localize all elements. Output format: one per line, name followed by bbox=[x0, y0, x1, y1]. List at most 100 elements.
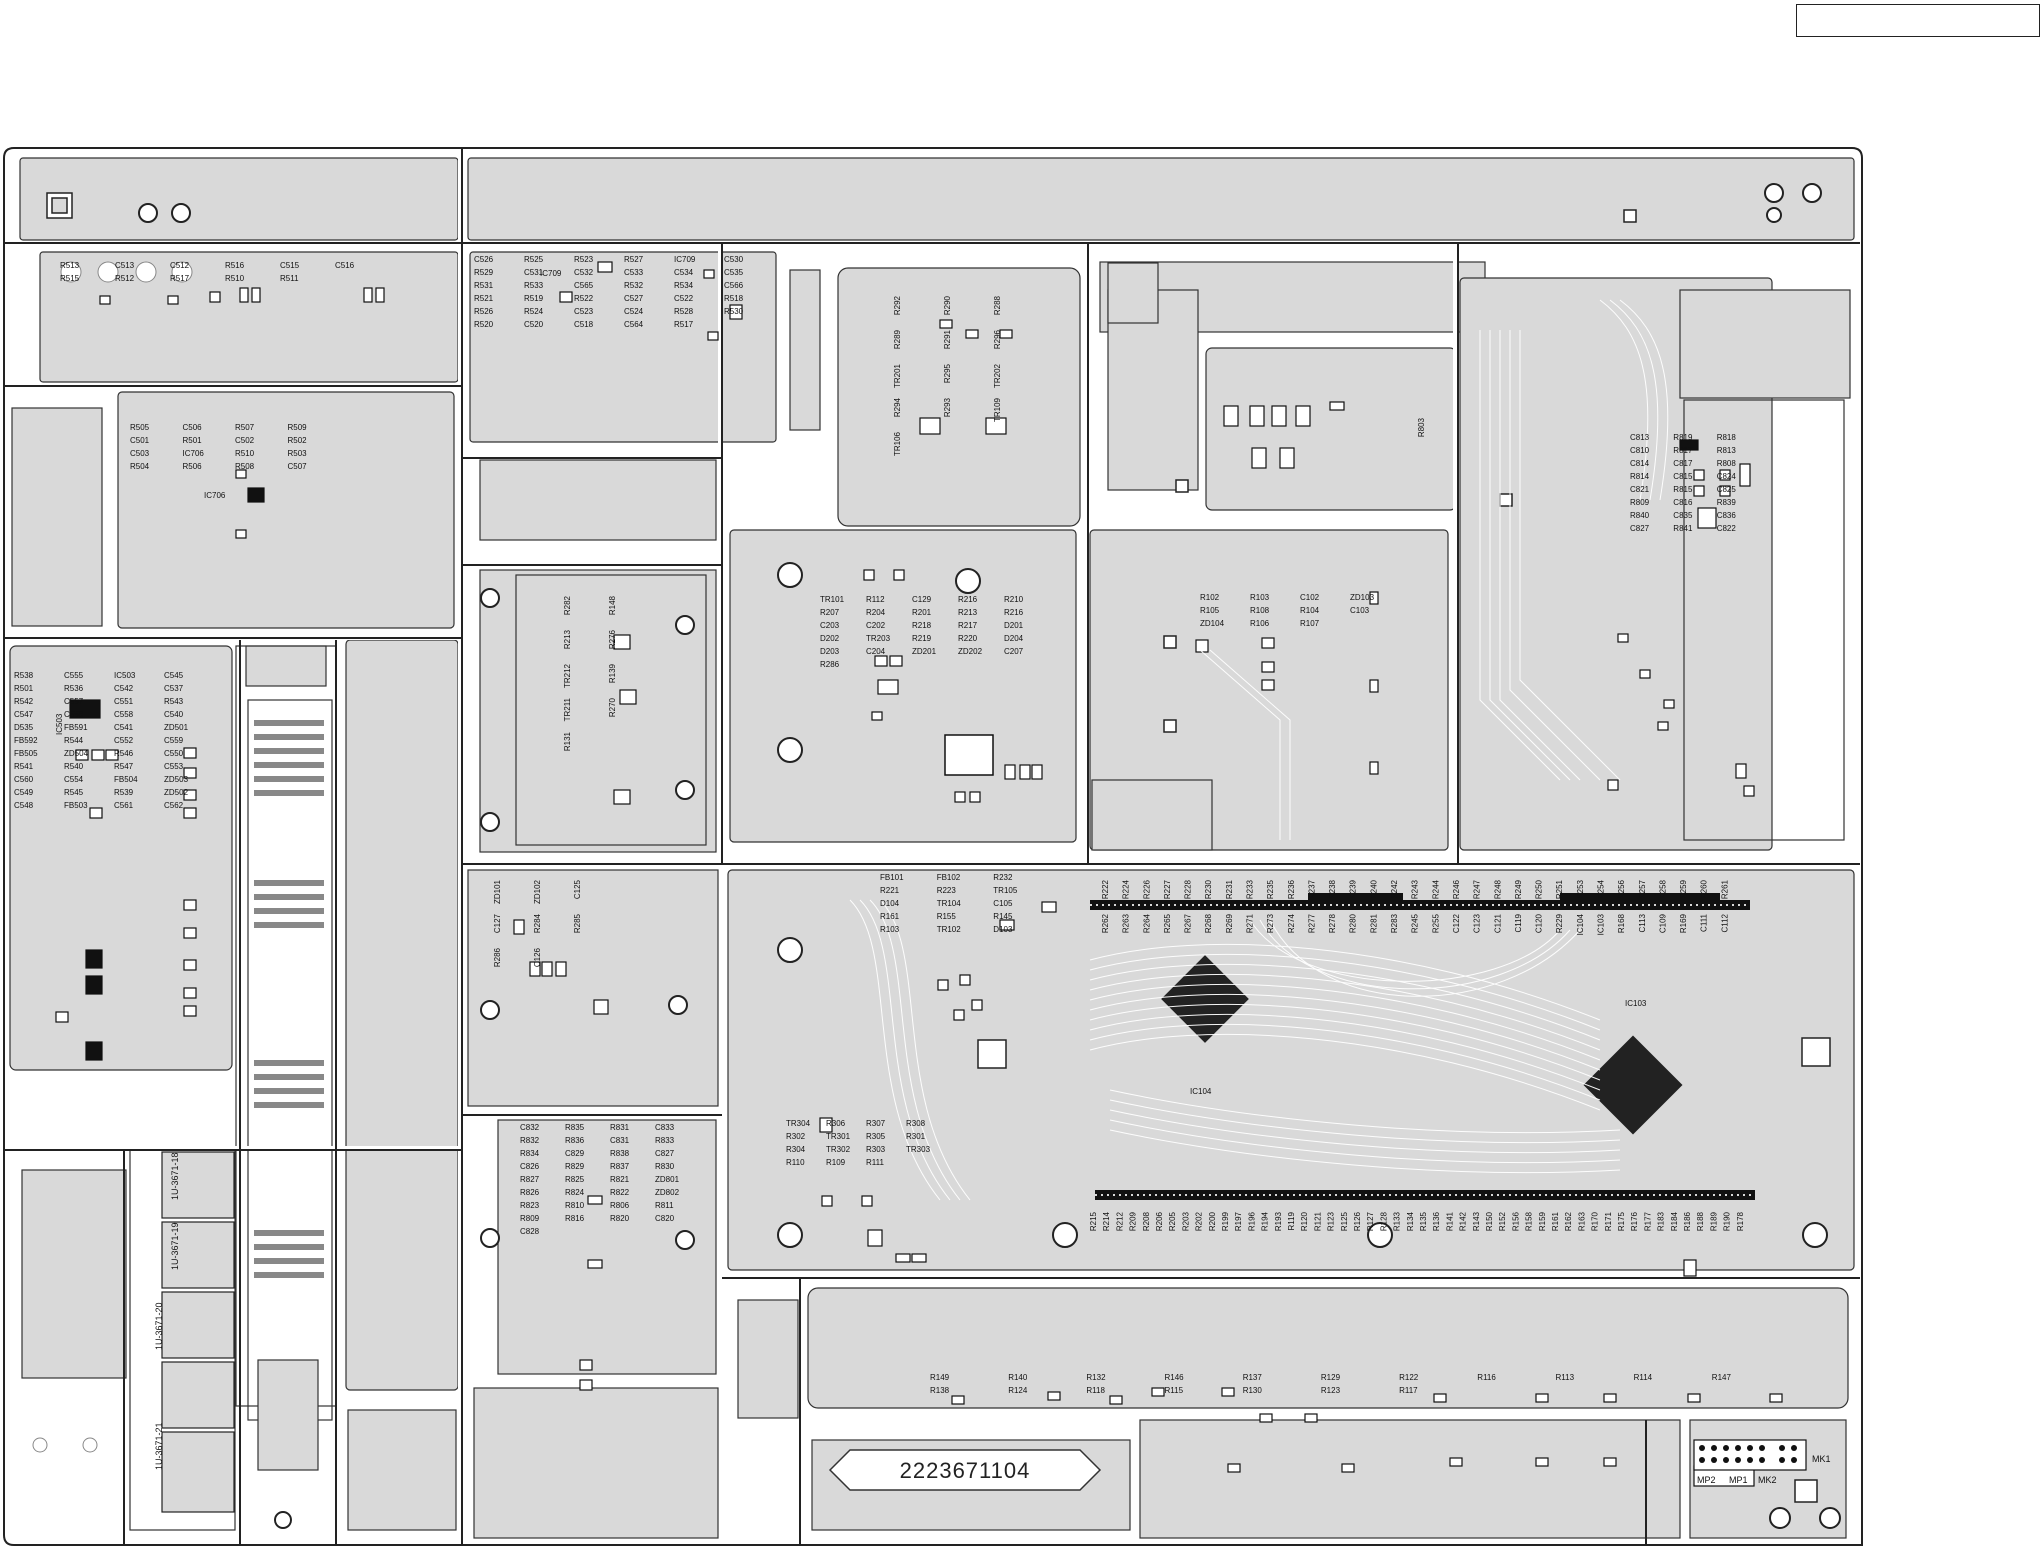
refdes-label: R276 bbox=[608, 629, 617, 649]
refdes-label: R196 bbox=[1247, 1211, 1256, 1231]
refdes-label: R183 bbox=[1657, 1211, 1666, 1231]
refdes-label: TR212 bbox=[563, 663, 572, 688]
ic-label: IC709 bbox=[540, 269, 562, 278]
refdes-label: R823 bbox=[520, 1201, 540, 1210]
refdes-label: R524 bbox=[524, 307, 544, 316]
refdes-group-r803: R803 bbox=[1417, 417, 1426, 437]
refdes-label: R507 bbox=[235, 423, 255, 432]
refdes-label: R123 bbox=[1327, 1211, 1336, 1231]
refdes-label: R150 bbox=[1485, 1211, 1494, 1231]
refdes-label: R204 bbox=[866, 608, 886, 617]
refdes-label: C103 bbox=[1350, 606, 1370, 615]
refdes-label: R113 bbox=[1556, 1373, 1575, 1382]
refdes-label: R819 bbox=[1673, 433, 1693, 442]
refdes-label: R119 bbox=[1287, 1211, 1296, 1230]
refdes-label: C815 bbox=[1673, 472, 1693, 481]
refdes-label: R177 bbox=[1643, 1211, 1652, 1231]
jumper-block: MK1 MP2 MP1 MK2 bbox=[1693, 1439, 1831, 1485]
refdes-label: C533 bbox=[624, 268, 644, 277]
refdes-label: R171 bbox=[1604, 1211, 1613, 1231]
refdes-label: R243 bbox=[1411, 879, 1420, 899]
refdes-label: R262 bbox=[1101, 913, 1110, 933]
refdes-label: C102 bbox=[1300, 593, 1320, 602]
refdes-label: R294 bbox=[893, 397, 902, 417]
refdes-label: R251 bbox=[1555, 879, 1564, 899]
refdes-label: R122 bbox=[1399, 1373, 1419, 1382]
refdes-label: C516 bbox=[335, 261, 355, 270]
refdes-label: R125 bbox=[1340, 1211, 1349, 1231]
refdes-label: C813 bbox=[1630, 433, 1650, 442]
refdes-label: FB101 bbox=[880, 873, 904, 882]
refdes-label: R249 bbox=[1514, 879, 1523, 899]
refdes-label: C827 bbox=[655, 1149, 675, 1158]
refdes-label: C523 bbox=[574, 307, 594, 316]
refdes-label: R541 bbox=[14, 762, 34, 771]
refdes-label: R222 bbox=[1101, 879, 1110, 899]
refdes-label: R146 bbox=[1165, 1373, 1185, 1382]
refdes-label: R258 bbox=[1658, 879, 1667, 899]
refdes-label: R199 bbox=[1221, 1211, 1230, 1231]
refdes-label: C530 bbox=[724, 255, 744, 264]
refdes-label: C129 bbox=[912, 595, 932, 604]
mp2-label: MP2 bbox=[1697, 1475, 1716, 1485]
refdes-label: R159 bbox=[1538, 1211, 1547, 1231]
refdes-label: R161 bbox=[1551, 1211, 1560, 1231]
refdes-label: R285 bbox=[573, 913, 582, 933]
refdes-label: C542 bbox=[114, 684, 134, 693]
mk1-label: MK1 bbox=[1812, 1454, 1831, 1464]
refdes-label: R206 bbox=[1155, 1211, 1164, 1231]
refdes-label: R156 bbox=[1511, 1211, 1520, 1231]
routing-traces bbox=[849, 299, 1669, 1201]
refdes-label: C501 bbox=[130, 436, 150, 445]
refdes-label: R302 bbox=[786, 1132, 806, 1141]
ic104-package bbox=[1161, 955, 1249, 1043]
refdes-label: R838 bbox=[610, 1149, 630, 1158]
refdes-label: R511 bbox=[280, 274, 299, 283]
refdes-label: R830 bbox=[655, 1162, 675, 1171]
refdes-label: C835 bbox=[1673, 511, 1693, 520]
refdes-label: R213 bbox=[958, 608, 978, 617]
refdes-label: C548 bbox=[14, 801, 34, 810]
refdes-label: R223 bbox=[937, 886, 957, 895]
refdes-label: R190 bbox=[1723, 1211, 1732, 1231]
refdes-label: C518 bbox=[574, 320, 594, 329]
refdes-label: R832 bbox=[520, 1136, 540, 1145]
connector-outlines bbox=[161, 1151, 235, 1513]
refdes-label: R215 bbox=[1089, 1211, 1098, 1231]
refdes-label: C552 bbox=[114, 736, 134, 745]
refdes-label: R129 bbox=[1321, 1373, 1341, 1382]
refdes-label: C204 bbox=[866, 647, 886, 656]
refdes-label: R169 bbox=[1679, 913, 1688, 933]
refdes-label: R501 bbox=[183, 436, 203, 445]
refdes-label: R523 bbox=[574, 255, 594, 264]
refdes-label: R815 bbox=[1673, 485, 1693, 494]
refdes-label: D103 bbox=[993, 925, 1013, 934]
refdes-label: R120 bbox=[1300, 1211, 1309, 1231]
part-number: 2223671104 bbox=[900, 1458, 1031, 1483]
refdes-label: C814 bbox=[1630, 459, 1650, 468]
refdes-label: R516 bbox=[225, 261, 245, 270]
refdes-label: R208 bbox=[1142, 1211, 1151, 1231]
refdes-label: R143 bbox=[1472, 1211, 1481, 1231]
mp1-label: MP1 bbox=[1729, 1475, 1748, 1485]
refdes-label: R531 bbox=[474, 281, 494, 290]
refdes-label: C522 bbox=[674, 294, 694, 303]
refdes-label: C826 bbox=[520, 1162, 540, 1171]
refdes-label: TR302 bbox=[826, 1145, 851, 1154]
refdes-label: R106 bbox=[1250, 619, 1270, 628]
refdes-label: R826 bbox=[520, 1188, 540, 1197]
refdes-label: C833 bbox=[655, 1123, 675, 1132]
refdes-label: C122 bbox=[1452, 913, 1461, 933]
refdes-label: R103 bbox=[1250, 593, 1270, 602]
refdes-label: R834 bbox=[520, 1149, 540, 1158]
refdes-label: C502 bbox=[235, 436, 255, 445]
refdes-label: TR101 bbox=[820, 595, 845, 604]
refdes-label: C534 bbox=[674, 268, 694, 277]
refdes-label: R148 bbox=[608, 595, 617, 615]
pin-row-gaps bbox=[1090, 904, 1755, 1196]
refdes-label: TR104 bbox=[937, 899, 962, 908]
refdes-label: R820 bbox=[610, 1214, 630, 1223]
